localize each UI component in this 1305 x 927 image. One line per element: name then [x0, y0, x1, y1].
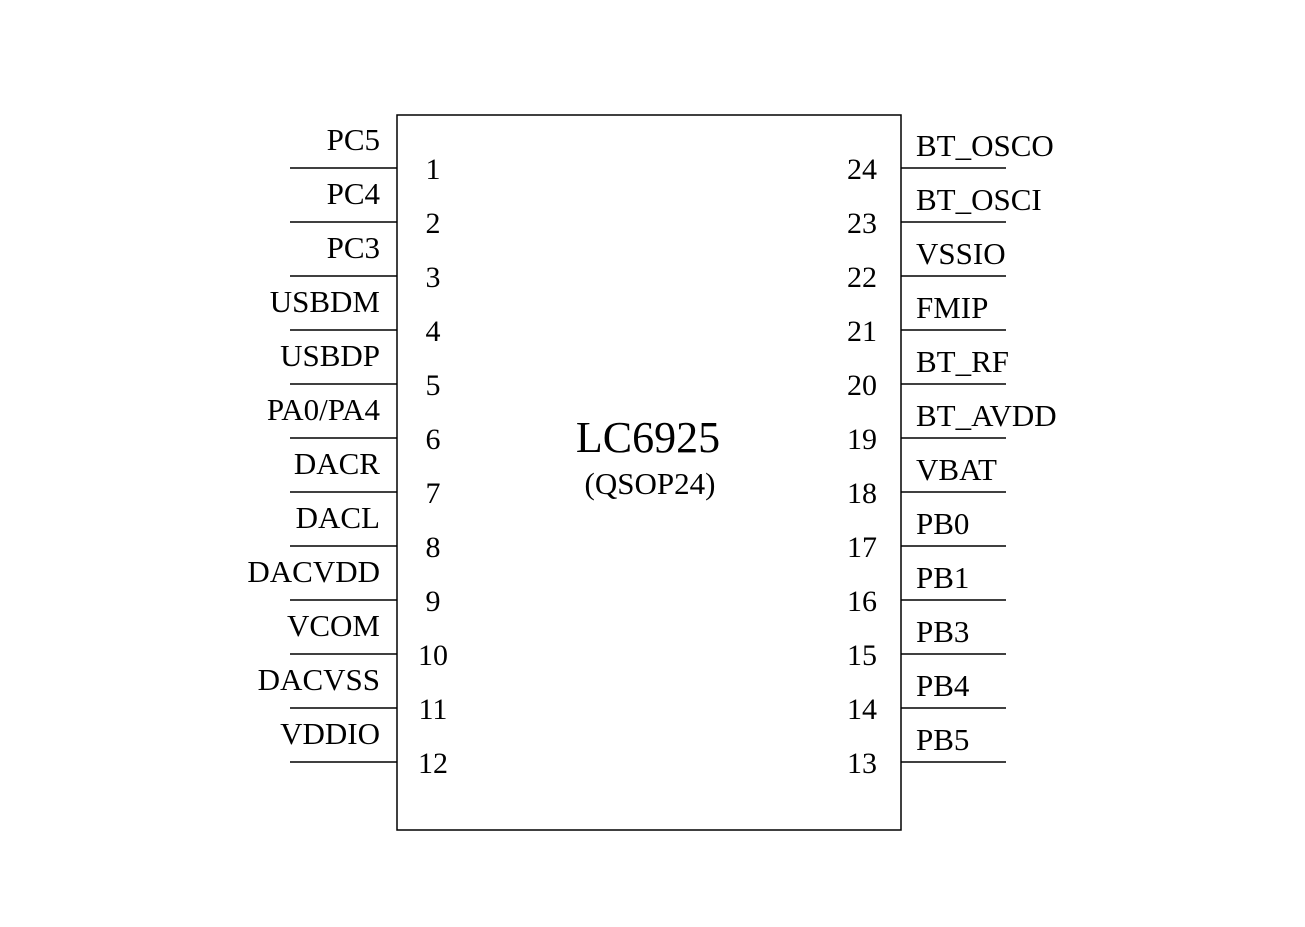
pin-number-label: 22: [847, 261, 877, 294]
pin-number-label: 1: [426, 153, 441, 186]
pin-10: VCOM 10: [287, 608, 448, 672]
pin-number-label: 20: [847, 369, 877, 402]
pin-number-label: 15: [847, 639, 877, 672]
pin-16: PB1 16: [847, 560, 1006, 618]
pin-name-label: VSSIO: [916, 236, 1006, 271]
pin-14: PB4 14: [847, 668, 1006, 726]
pin-number-label: 17: [847, 531, 877, 564]
pin-number-label: 3: [426, 261, 441, 294]
pin-name-label: PC5: [327, 122, 380, 157]
pin-number-label: 23: [847, 207, 877, 240]
pin-name-label: DACL: [296, 500, 380, 535]
chip-body: [396, 114, 902, 831]
pin-name-label: USBDP: [280, 338, 380, 373]
pin-12: VDDIO 12: [280, 716, 448, 780]
pin-number-label: 13: [847, 747, 877, 780]
pin-name-label: PB4: [916, 668, 970, 703]
pin-9: DACVDD 9: [247, 554, 440, 618]
pin-13: PB5 13: [847, 722, 1006, 780]
pin-8: DACL 8: [290, 500, 441, 564]
pin-number-label: 10: [418, 639, 448, 672]
pin-number-label: 12: [418, 747, 448, 780]
pin-name-label: PA0/PA4: [267, 392, 381, 427]
pin-name-label: PC4: [327, 176, 381, 211]
pin-number-label: 8: [426, 531, 441, 564]
pin-name-label: VDDIO: [280, 716, 380, 751]
pin-number-label: 7: [426, 477, 441, 510]
pin-22: VSSIO 22: [847, 236, 1006, 294]
pin-number-label: 18: [847, 477, 877, 510]
pin-17: PB0 17: [847, 506, 1006, 564]
pin-6: PA0/PA4 6: [267, 392, 441, 456]
pin-name-label: FMIP: [916, 290, 988, 325]
pin-name-label: BT_RF: [916, 344, 1009, 379]
pin-number-label: 16: [847, 585, 877, 618]
pin-19: BT_AVDD 19: [847, 398, 1057, 456]
pin-number-label: 2: [426, 207, 441, 240]
pin-name-label: VCOM: [287, 608, 380, 643]
pin-name-label: PB0: [916, 506, 969, 541]
pin-name-label: VBAT: [916, 452, 997, 487]
pin-21: FMIP 21: [847, 290, 1006, 348]
pin-name-label: DACVDD: [247, 554, 380, 589]
pin-number-label: 5: [426, 369, 441, 402]
pin-24: BT_OSCO 24: [847, 128, 1054, 186]
pin-3: PC3 3: [290, 230, 441, 294]
pin-number-label: 21: [847, 315, 877, 348]
pin-11: DACVSS 11: [258, 662, 448, 726]
pin-5: USBDP 5: [280, 338, 440, 402]
pin-name-label: BT_OSCO: [916, 128, 1054, 163]
pin-20: BT_RF 20: [847, 344, 1009, 402]
pin-number-label: 9: [426, 585, 441, 618]
pin-number-label: 6: [426, 423, 441, 456]
pin-name-label: PB5: [916, 722, 969, 757]
left-pin-group: PC51PC42PC33USBDM4USBDP5PA0/PA46DACR7DAC…: [247, 122, 448, 780]
pin-name-label: USBDM: [270, 284, 380, 319]
chip-package: (QSOP24): [585, 466, 716, 501]
pin-4: USBDM 4: [270, 284, 441, 348]
pin-number-label: 19: [847, 423, 877, 456]
pin-number-label: 24: [847, 153, 877, 186]
pin-7: DACR 7: [290, 446, 441, 510]
pin-23: BT_OSCI 23: [847, 182, 1042, 240]
pin-name-label: PB1: [916, 560, 969, 595]
pin-name-label: BT_OSCI: [916, 182, 1042, 217]
right-pin-group: BT_OSCO24BT_OSCI23VSSIO22FMIP21BT_RF20BT…: [847, 128, 1057, 780]
pin-number-label: 14: [847, 693, 877, 726]
pin-18: VBAT 18: [847, 452, 1006, 510]
pin-name-label: BT_AVDD: [916, 398, 1057, 433]
pin-name-label: DACR: [294, 446, 380, 481]
pin-2: PC4 2: [290, 176, 441, 240]
pin-15: PB3 15: [847, 614, 1006, 672]
pin-name-label: PB3: [916, 614, 969, 649]
chip-name: LC6925: [576, 413, 720, 462]
pin-1: PC5 1: [290, 122, 441, 186]
pin-name-label: PC3: [327, 230, 380, 265]
pin-name-label: DACVSS: [258, 662, 380, 697]
pin-number-label: 4: [426, 315, 441, 348]
pin-number-label: 11: [419, 693, 448, 726]
